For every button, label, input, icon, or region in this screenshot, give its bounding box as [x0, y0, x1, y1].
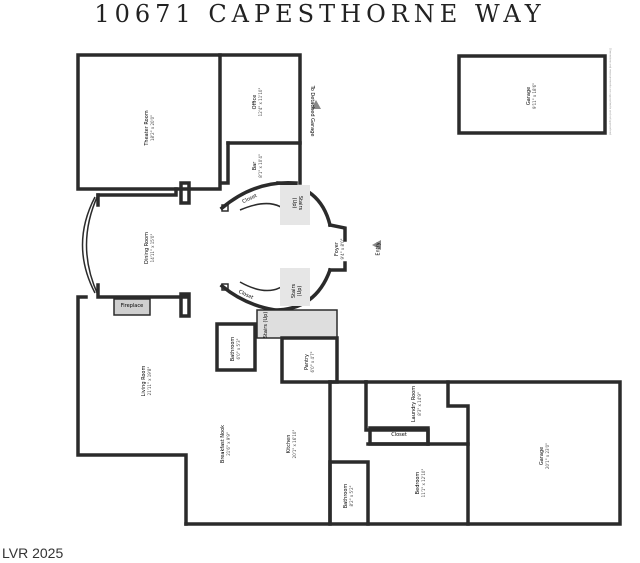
- side-fine-print: Dimensions and measurements are approxim…: [608, 48, 612, 135]
- foyer-stairs: [219, 180, 347, 313]
- watermark-text: LVR 2025: [2, 545, 64, 561]
- bar-room: [220, 141, 302, 185]
- bathroom-2: [328, 460, 370, 526]
- closet-lower-label: Closet: [237, 288, 255, 302]
- living-room: [76, 295, 188, 526]
- garage-main: [364, 380, 622, 526]
- detached-garage: [457, 54, 607, 135]
- to-detached-garage-label: To Detached Garage: [309, 85, 315, 137]
- to-garage-arrow: [311, 100, 321, 109]
- property-address-title: 10671 CAPESTHORNE WAY: [94, 0, 546, 28]
- dining-room: [81, 181, 191, 318]
- closet-upper-label: Closet: [241, 192, 259, 206]
- fireplace-label: Fireplace: [120, 303, 144, 309]
- bedroom: [366, 442, 470, 526]
- entry-arrow: [372, 240, 381, 250]
- entry-label: Entry: [375, 242, 382, 256]
- stairs-upper-label: Stairs(Up): [291, 195, 303, 211]
- kitchen-closet-label: Closet: [391, 432, 407, 438]
- stairs-lower-label: Stairs(Up): [291, 283, 303, 299]
- center-stairs: [256, 309, 338, 339]
- office-room: [218, 53, 302, 145]
- theater-room: [76, 53, 222, 191]
- pantry: [280, 336, 339, 384]
- center-stairs-label: Stairs (Up): [263, 311, 269, 339]
- fireplace: [113, 298, 151, 316]
- bathroom-1: [215, 322, 257, 372]
